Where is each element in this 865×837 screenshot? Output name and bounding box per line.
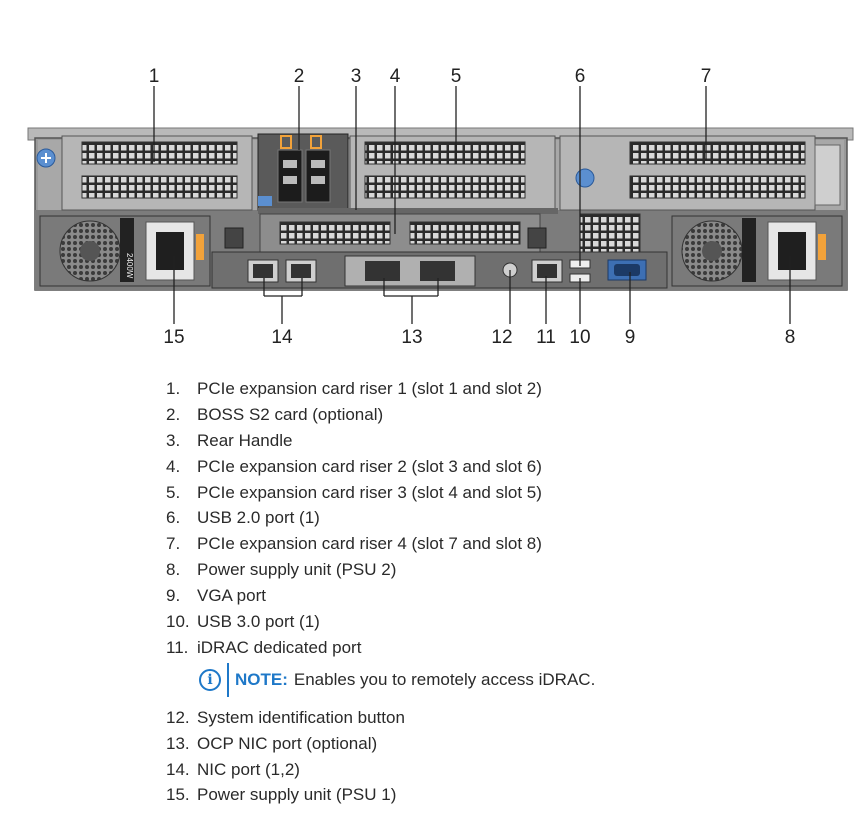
svg-text:2400W: 2400W [125,253,134,279]
legend-item: 2.BOSS S2 card (optional) [166,404,384,424]
io-panel [211,251,668,289]
note-callout: i NOTE: Enables you to remotely access i… [199,662,806,697]
rear-handle [258,208,558,214]
riser-2 [224,213,547,253]
callout-12: 12 [491,327,512,348]
boss-card [257,133,349,211]
callout-9: 9 [625,327,636,348]
legend-item: 5.PCIe expansion card riser 3 (slot 4 an… [166,482,542,502]
callout-2: 2 [294,66,305,87]
riser-3 [349,135,556,211]
server-rear-diagram: 2400W [27,66,854,348]
legend-item: 8.Power supply unit (PSU 2) [166,560,397,580]
legend-item: 11.iDRAC dedicated port [166,637,362,657]
callout-10: 10 [569,327,590,348]
callout-4: 4 [390,66,401,87]
legend-item: 7.PCIe expansion card riser 4 (slot 7 an… [166,534,542,554]
legend-item: 15.Power supply unit (PSU 1) [166,785,397,805]
leader-lines [153,86,791,324]
riser-4 [559,135,841,211]
callout-14: 14 [271,327,293,348]
legend-item: 3.Rear Handle [166,430,293,450]
info-icon: i [199,668,221,691]
note-divider [227,662,229,697]
callout-15: 15 [163,327,184,348]
callout-6: 6 [575,66,586,87]
callout-5: 5 [451,66,462,87]
legend-item: 9.VGA port [166,586,266,606]
riser-1 [61,135,253,211]
callout-7: 7 [701,66,712,87]
callout-3: 3 [351,66,362,87]
legend-item: 1.PCIe expansion card riser 1 (slot 1 an… [166,379,542,398]
legend-item: 12.System identification button [166,707,405,727]
legend-item: 6.USB 2.0 port (1) [166,508,320,528]
callout-numbers: 1 2 3 4 5 6 7 8 9 10 11 12 13 14 15 [149,66,796,348]
legend-item: 4.PCIe expansion card riser 2 (slot 3 an… [166,456,542,476]
note-text: Enables you to remotely access iDRAC. [293,669,596,689]
callout-8: 8 [785,327,796,348]
legend-item: 10.USB 3.0 port (1) [166,612,320,632]
note-label: NOTE: [235,669,288,689]
psu-1: 2400W [39,215,211,287]
legend-list: 1.PCIe expansion card riser 1 (slot 1 an… [166,376,806,808]
thumbscrew-left [36,148,56,168]
callout-13: 13 [401,327,422,348]
psu-2 [671,215,843,287]
legend-item: 13.OCP NIC port (optional) [166,733,378,753]
callout-1: 1 [149,66,160,87]
callout-11: 11 [536,327,556,348]
legend-item: 14.NIC port (1,2) [166,759,300,779]
